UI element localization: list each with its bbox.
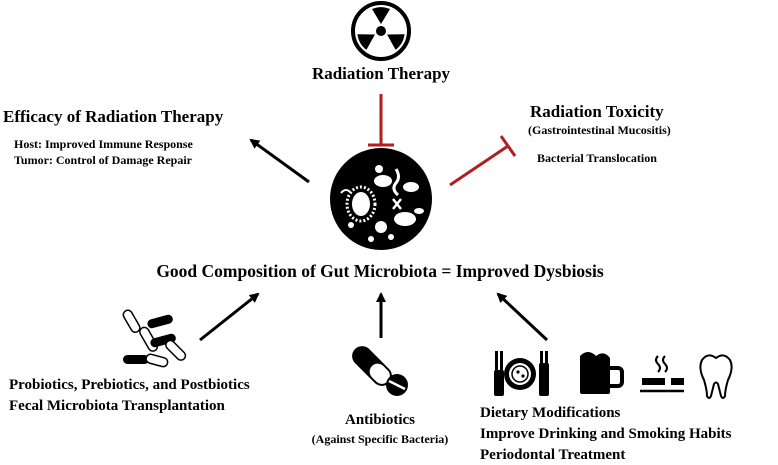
efficacy-host: Host: Improved Immune Response [14,137,193,151]
tooth-icon [699,354,733,399]
efficacy-tumor: Tumor: Control of Damage Repair [14,153,192,167]
lifestyle-line1: Dietary Modifications [480,405,621,421]
meal-plate-icon [494,351,549,396]
arrow-to-efficacy [249,138,310,184]
probiotics-line2: Fecal Microbiota Transplantation [9,398,225,414]
gut-microbiota-icon [330,148,432,250]
beer-mug-icon [580,352,624,394]
radiation-therapy-label: Radiation Therapy [311,64,451,83]
lifestyle-line2: Improve Drinking and Smoking Habits [480,426,732,442]
pills-icon [352,346,408,396]
antibiotics-subtitle: (Against Specific Bacteria) [311,432,449,446]
toxicity-detail: Bacterial Translocation [537,151,657,165]
arrow-from-probiotics [199,292,260,342]
probiotics-line1: Probiotics, Prebiotics, and Postbiotics [9,377,250,393]
toxicity-title: Radiation Toxicity [530,102,664,121]
lifestyle-line3: Periodontal Treatment [480,447,626,463]
arrow-from-lifestyle [496,292,549,342]
radiation-symbol-icon [351,1,411,61]
toxicity-subtitle: (Gastrointestinal Mucositis) [528,123,671,137]
no-smoking-icon [640,355,684,393]
bacteria-icon [122,309,187,368]
center-label: Good Composition of Gut Microbiota = Imp… [156,261,604,281]
efficacy-title: Efficacy of Radiation Therapy [3,107,224,126]
antibiotics-title: Antibiotics [344,412,415,428]
inhibit-connector-radiation [368,94,394,147]
inhibit-connector-toxicity [449,135,517,187]
